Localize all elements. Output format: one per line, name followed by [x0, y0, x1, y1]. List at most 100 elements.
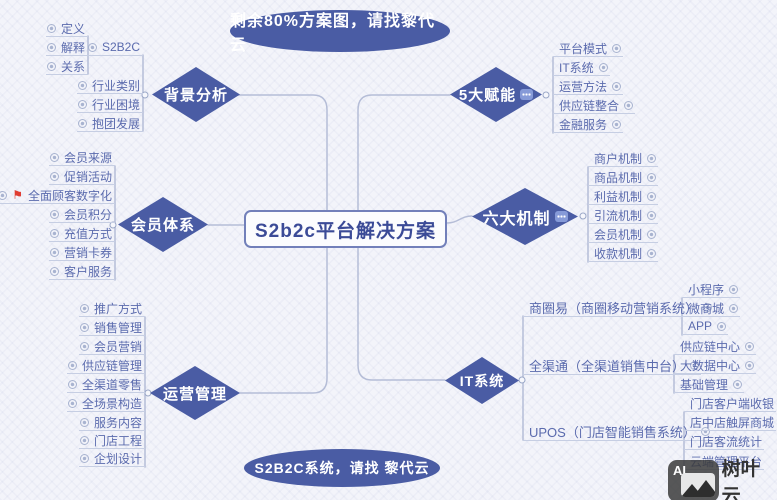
bullet-circle-icon[interactable] [690, 361, 700, 370]
bullet-circle-icon[interactable] [46, 23, 56, 33]
list-item-omnichannel-retail[interactable]: 全渠道零售 [66, 376, 145, 393]
list-item-definition[interactable]: 定义 [45, 20, 88, 37]
bullet-circle-icon[interactable] [717, 321, 727, 331]
bullet-circle-icon[interactable] [49, 247, 59, 257]
list-item-financial-service[interactable]: 金融服务 [553, 116, 624, 133]
bullet-circle-icon[interactable] [624, 100, 634, 110]
item-label: 解释 [60, 40, 85, 55]
list-item-s2b2c[interactable]: S2B2C [86, 39, 143, 56]
bullet-circle-icon[interactable] [79, 417, 89, 427]
list-item-it-system[interactable]: IT系统 [553, 59, 610, 76]
bullet-circle-icon[interactable] [647, 172, 657, 182]
list-item-store-engineering[interactable]: 门店工程 [78, 432, 145, 449]
list-item-promotion-method[interactable]: 推广方式 [78, 300, 145, 317]
list-item-store-traffic-statistics[interactable]: 门店客流统计 [684, 433, 765, 450]
bullet-circle-icon[interactable] [67, 360, 77, 370]
list-item-member-marketing[interactable]: 会员营销 [78, 338, 145, 355]
bullet-circle-icon[interactable] [67, 398, 77, 408]
bullet-circle-icon[interactable] [647, 248, 657, 258]
list-item-member-points[interactable]: 会员积分 [48, 206, 115, 223]
bullet-circle-icon[interactable] [87, 42, 97, 52]
list-item-industry-dilemma[interactable]: 行业困境 [76, 96, 143, 113]
bullet-circle-icon[interactable] [729, 284, 739, 294]
bullet-circle-icon[interactable] [49, 171, 59, 181]
bullet-circle-icon[interactable] [79, 453, 89, 463]
list-item-big-data-center[interactable]: 大数据中心 [674, 357, 757, 374]
bullet-circle-icon[interactable] [49, 209, 59, 219]
list-item-explanation[interactable]: 解释 [45, 39, 88, 56]
item-label: 供应链中心 [680, 339, 741, 354]
bullet-circle-icon[interactable] [49, 228, 59, 238]
bullet-circle-icon[interactable] [745, 360, 755, 370]
list-item-customer-digitalization[interactable]: ⚑ 全面顾客数字化 [0, 187, 115, 204]
bullet-circle-icon[interactable] [79, 303, 89, 313]
list-item-service-content[interactable]: 服务内容 [78, 414, 145, 431]
list-item-industry-category[interactable]: 行业类别 [76, 77, 143, 94]
list-item-supply-chain-center[interactable]: 供应链中心 [674, 338, 757, 355]
list-item-operation-method[interactable]: 运营方法 [553, 78, 624, 95]
bullet-circle-icon[interactable] [612, 43, 622, 53]
list-item-shangquanyi[interactable]: 商圈易（商圈移动营销系统） [523, 299, 715, 317]
bullet-circle-icon[interactable] [647, 153, 657, 163]
bullet-circle-icon[interactable] [647, 210, 657, 220]
bullet-circle-icon[interactable] [647, 229, 657, 239]
bullet-circle-icon[interactable] [77, 80, 87, 90]
list-item-app[interactable]: APP [682, 318, 729, 335]
list-item-relationship[interactable]: 关系 [45, 58, 88, 75]
central-topic[interactable]: S2b2c平台解决方案 [244, 210, 447, 248]
bullet-circle-icon[interactable] [79, 341, 89, 351]
bullet-circle-icon[interactable] [703, 303, 713, 312]
list-item-store-client-cashier[interactable]: 门店客户端收银 [684, 395, 777, 412]
bullet-circle-icon[interactable] [700, 427, 710, 436]
list-item-sales-management[interactable]: 销售管理 [78, 319, 145, 336]
bullet-circle-icon[interactable] [46, 42, 56, 52]
list-item-marketing-coupon[interactable]: 营销卡券 [48, 244, 115, 261]
list-item-upos[interactable]: UPOS（门店智能销售系统） [523, 423, 712, 441]
list-item-member-mechanism[interactable]: 会员机制 [588, 226, 659, 243]
node-label: 背景分析 [163, 87, 228, 104]
bullet-circle-icon[interactable] [0, 190, 8, 200]
bullet-circle-icon[interactable] [598, 62, 608, 72]
list-item-customer-service[interactable]: 客户服务 [48, 263, 115, 280]
bullet-circle-icon[interactable] [49, 152, 59, 162]
list-item-micro-mall[interactable]: 微商城 [682, 300, 741, 317]
bullet-circle-icon[interactable] [49, 266, 59, 276]
bullet-circle-icon[interactable] [46, 61, 56, 71]
list-item-supply-chain-management[interactable]: 供应链管理 [66, 357, 145, 374]
bullet-circle-icon[interactable] [79, 322, 89, 332]
watermark: AI 树叶云 [668, 454, 777, 500]
list-item-merchant-mechanism[interactable]: 商户机制 [588, 150, 659, 167]
list-item-group-development[interactable]: 抱团发展 [76, 115, 143, 132]
list-item-quanqutong[interactable]: 全渠通（全渠道销售中台） [523, 357, 702, 375]
bullet-circle-icon[interactable] [745, 341, 755, 351]
list-item-traffic-mechanism[interactable]: 引流机制 [588, 207, 659, 224]
bullet-circle-icon[interactable] [729, 303, 739, 313]
comment-icon[interactable] [554, 211, 568, 222]
list-item-mini-program[interactable]: 小程序 [682, 281, 741, 298]
bullet-circle-icon[interactable] [67, 379, 77, 389]
list-item-promotion-activity[interactable]: 促销活动 [48, 168, 115, 185]
list-item-basic-management[interactable]: 基础管理 [674, 376, 745, 393]
comment-icon[interactable] [520, 89, 534, 100]
list-item-full-scene-construction[interactable]: 全场景构造 [66, 395, 145, 412]
item-label: 供应链整合 [559, 98, 620, 113]
item-label: 推广方式 [93, 301, 142, 316]
list-item-product-mechanism[interactable]: 商品机制 [588, 169, 659, 186]
list-item-instore-touchscreen-mall[interactable]: 店中店触屏商城 [684, 414, 777, 431]
bullet-circle-icon[interactable] [647, 191, 657, 201]
list-item-platform-model[interactable]: 平台模式 [553, 40, 624, 57]
bullet-circle-icon[interactable] [733, 379, 743, 389]
list-item-benefit-mechanism[interactable]: 利益机制 [588, 188, 659, 205]
bullet-circle-icon[interactable] [612, 119, 622, 129]
node-label: 六大机制 [482, 210, 551, 228]
list-item-supply-chain-integration[interactable]: 供应链整合 [553, 97, 636, 114]
bullet-circle-icon[interactable] [79, 435, 89, 445]
bullet-circle-icon[interactable] [612, 81, 622, 91]
bullet-circle-icon[interactable] [77, 99, 87, 109]
list-item-member-source[interactable]: 会员来源 [48, 149, 115, 166]
list-item-recharge-method[interactable]: 充值方式 [48, 225, 115, 242]
list-item-payment-mechanism[interactable]: 收款机制 [588, 245, 659, 262]
bullet-circle-icon[interactable] [77, 118, 87, 128]
list-item-planning-design[interactable]: 企划设计 [78, 450, 145, 467]
